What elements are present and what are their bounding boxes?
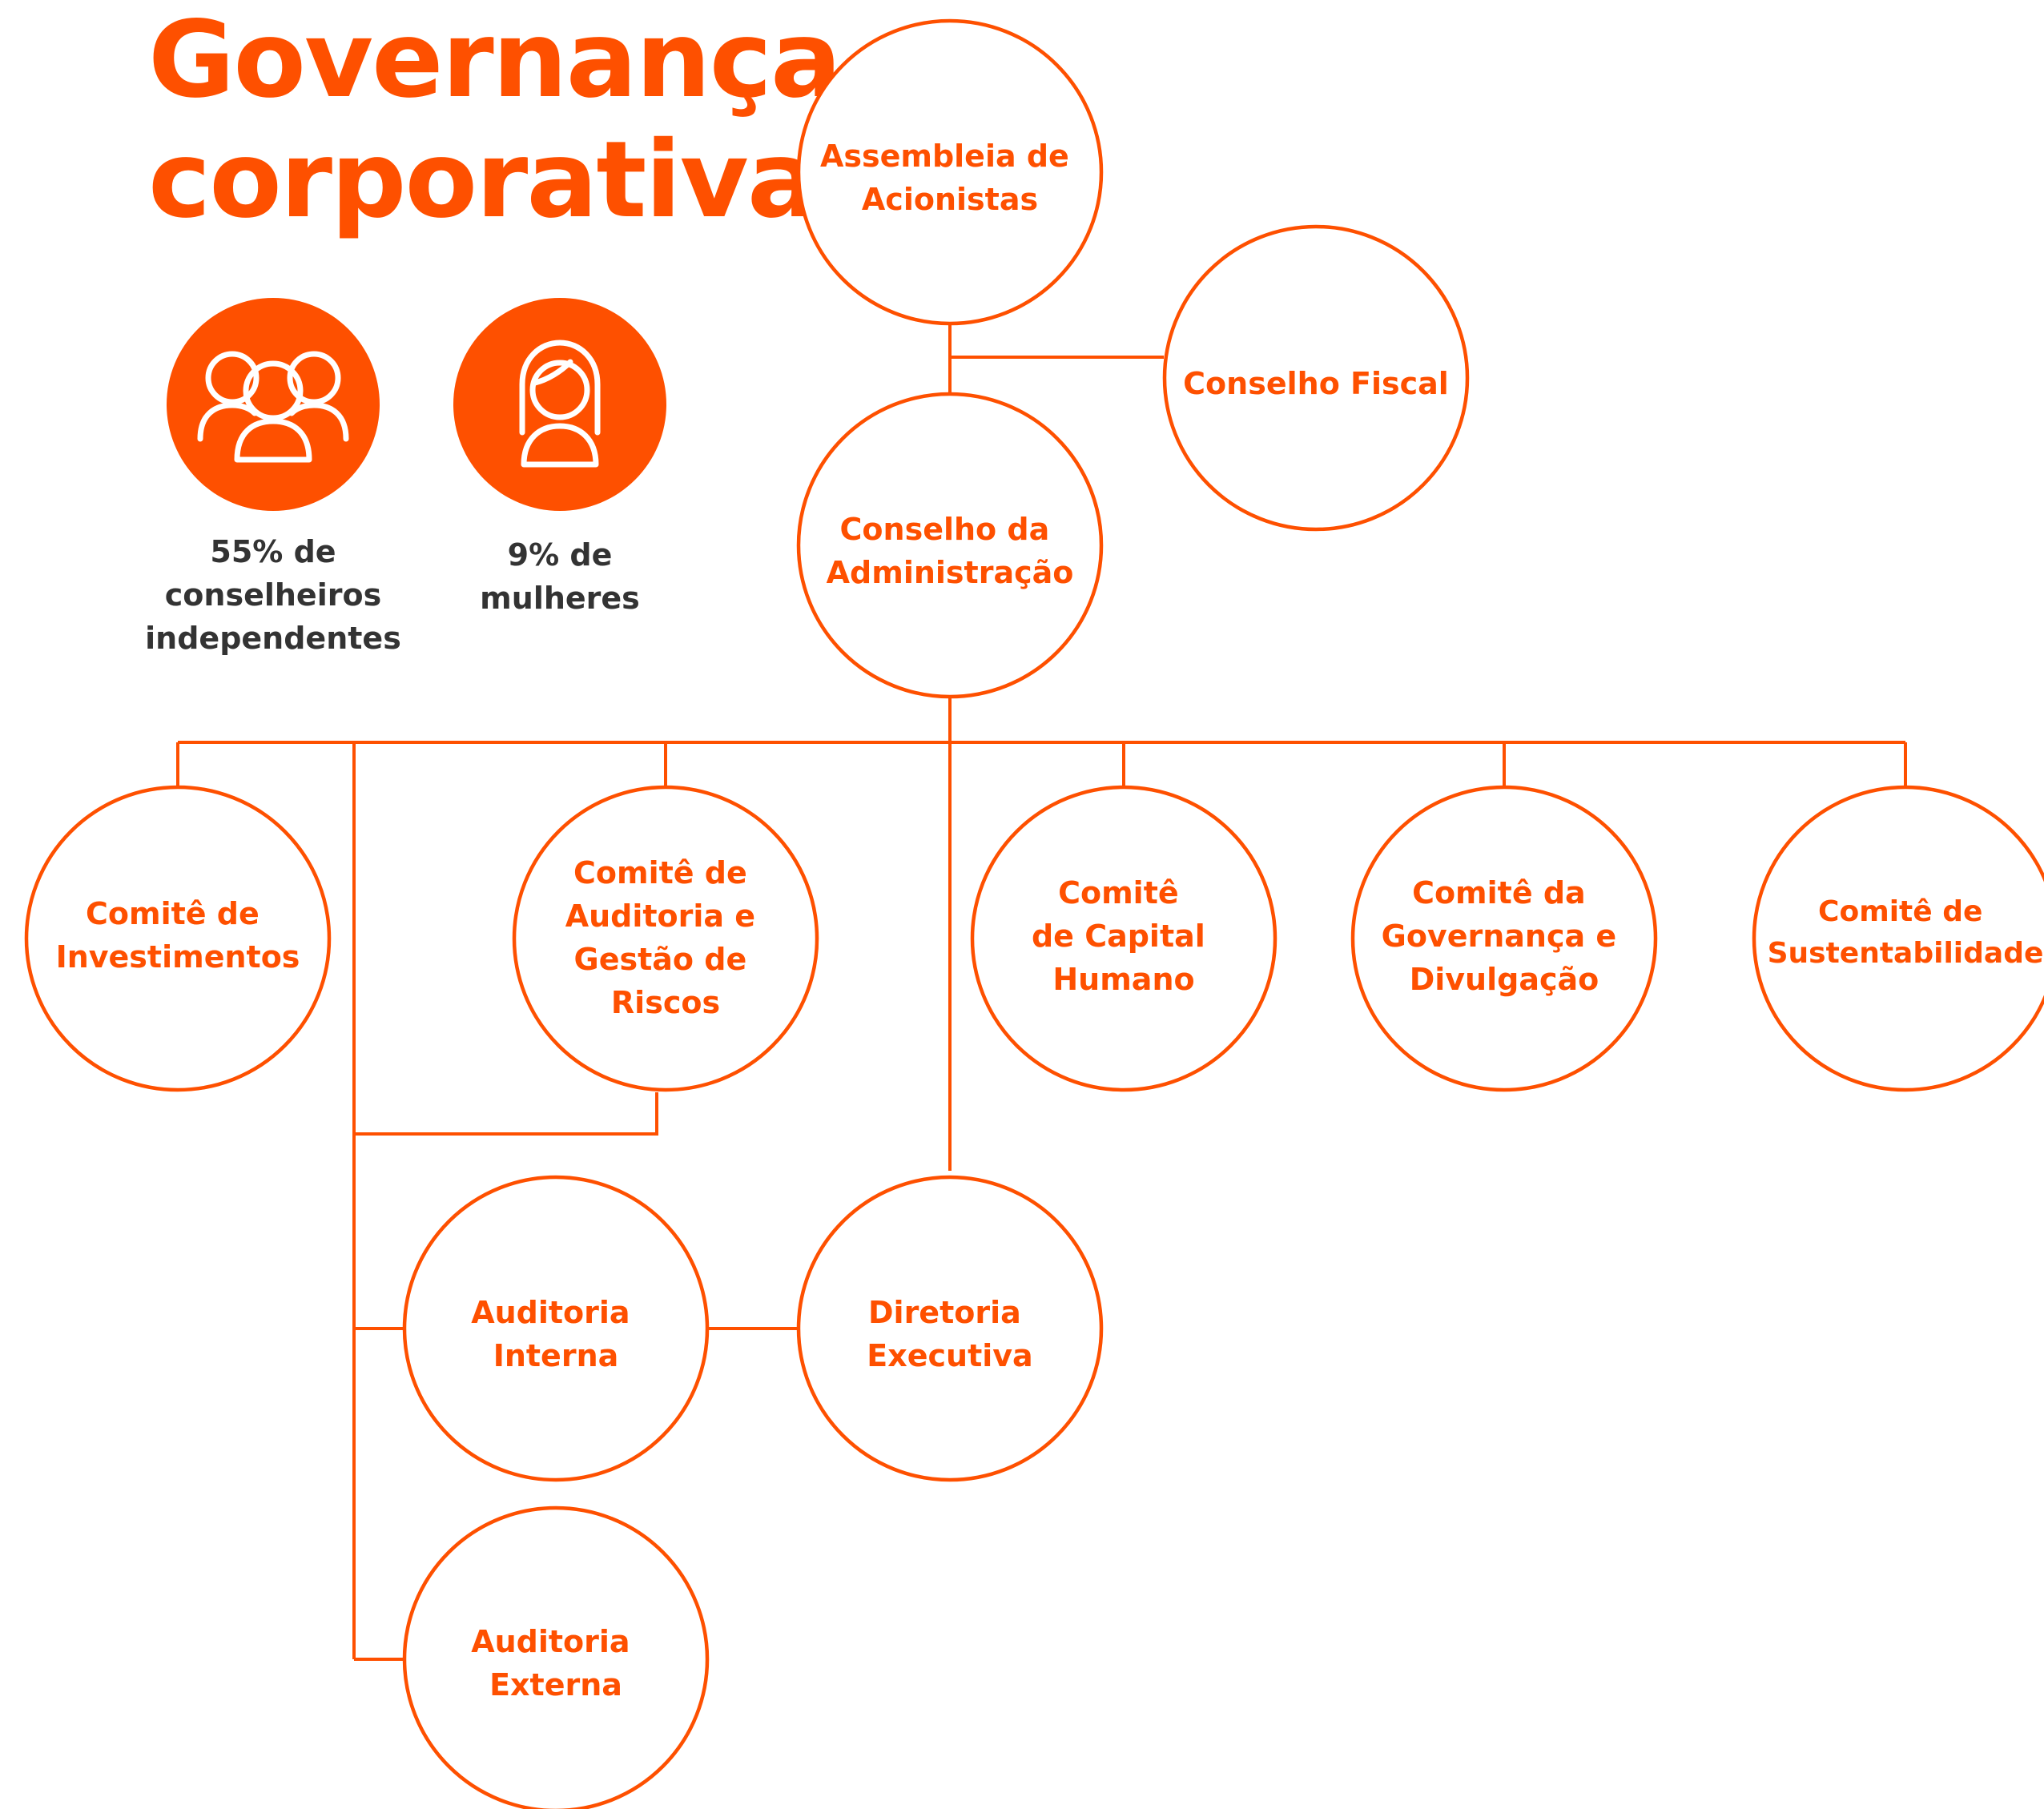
node-assembleia-circle	[796, 18, 1104, 326]
node-comite-capital-circle	[970, 785, 1278, 1092]
node-comite-capital: Comitê de Capital Humano	[970, 785, 1278, 1092]
node-auditoria-interna: Auditoria Interna	[402, 1175, 710, 1482]
node-conselho-fiscal-circle	[1162, 224, 1470, 532]
stat-independentes-line-1: 55% de	[210, 534, 336, 569]
title-line-1: Governança	[148, 0, 842, 122]
node-auditoria-interna-label: Auditoria Interna	[471, 1295, 641, 1373]
stat-mulheres: 9% de mulheres	[440, 533, 680, 620]
node-conselho-fiscal-label: Conselho Fiscal	[1183, 366, 1449, 401]
node-comite-governanca-circle	[1350, 785, 1658, 1092]
node-comite-investimentos-label: Comitê de Investimentos	[56, 896, 300, 975]
node-conselho-fiscal: Conselho Fiscal	[1162, 224, 1470, 532]
node-assembleia: Assembleia de Acionistas	[796, 18, 1104, 326]
node-comite-governanca-label: Comitê da Governança e Divulgação	[1382, 875, 1628, 997]
node-auditoria-externa-label: Auditoria Externa	[471, 1624, 641, 1702]
node-auditoria-externa-circle	[402, 1505, 710, 1809]
node-comite-governanca: Comitê da Governança e Divulgação	[1350, 785, 1658, 1092]
node-conselho-admin-label: Conselho da Administração	[827, 512, 1074, 590]
node-comite-capital-label: Comitê de Capital Humano	[1032, 875, 1216, 997]
node-comite-sustentabilidade-circle	[1752, 785, 2044, 1092]
node-comite-auditoria-label: Comitê de Auditoria e Gestão de Riscos	[565, 855, 766, 1020]
node-auditoria-externa: Auditoria Externa	[402, 1505, 710, 1809]
node-conselho-admin: Conselho da Administração	[796, 392, 1104, 699]
node-diretoria-executiva: Diretoria Executiva	[796, 1175, 1104, 1482]
node-comite-auditoria-circle	[512, 785, 819, 1092]
stat-independentes-line-3: independentes	[145, 621, 401, 656]
people-group-icon	[167, 298, 380, 511]
node-comite-auditoria: Comitê de Auditoria e Gestão de Riscos	[512, 785, 819, 1092]
node-conselho-admin-circle	[796, 392, 1104, 699]
woman-icon	[453, 298, 666, 511]
node-comite-sustentabilidade: Comitê de Sustentabilidade	[1752, 785, 2044, 1092]
stat-independentes-line-2: conselheiros	[164, 577, 382, 613]
page-title: Governança corporativa	[148, 0, 842, 242]
node-auditoria-interna-circle	[402, 1175, 710, 1482]
node-comite-investimentos: Comitê de Investimentos	[24, 785, 332, 1092]
stat-mulheres-line-1: 9% de	[507, 537, 613, 573]
node-assembleia-label: Assembleia de Acionistas	[820, 139, 1080, 217]
node-comite-investimentos-circle	[24, 785, 332, 1092]
stat-mulheres-line-2: mulheres	[480, 581, 640, 616]
connector-comite-auditoria-link	[354, 1092, 658, 1136]
node-diretoria-executiva-circle	[796, 1175, 1104, 1482]
node-diretoria-executiva-label: Diretoria Executiva	[867, 1295, 1032, 1373]
node-comite-sustentabilidade-label: Comitê de Sustentabilidade	[1768, 895, 2044, 970]
title-line-2: corporativa	[148, 119, 819, 242]
stat-independentes: 55% de conselheiros independentes	[129, 530, 417, 660]
connectors	[176, 324, 1907, 1661]
